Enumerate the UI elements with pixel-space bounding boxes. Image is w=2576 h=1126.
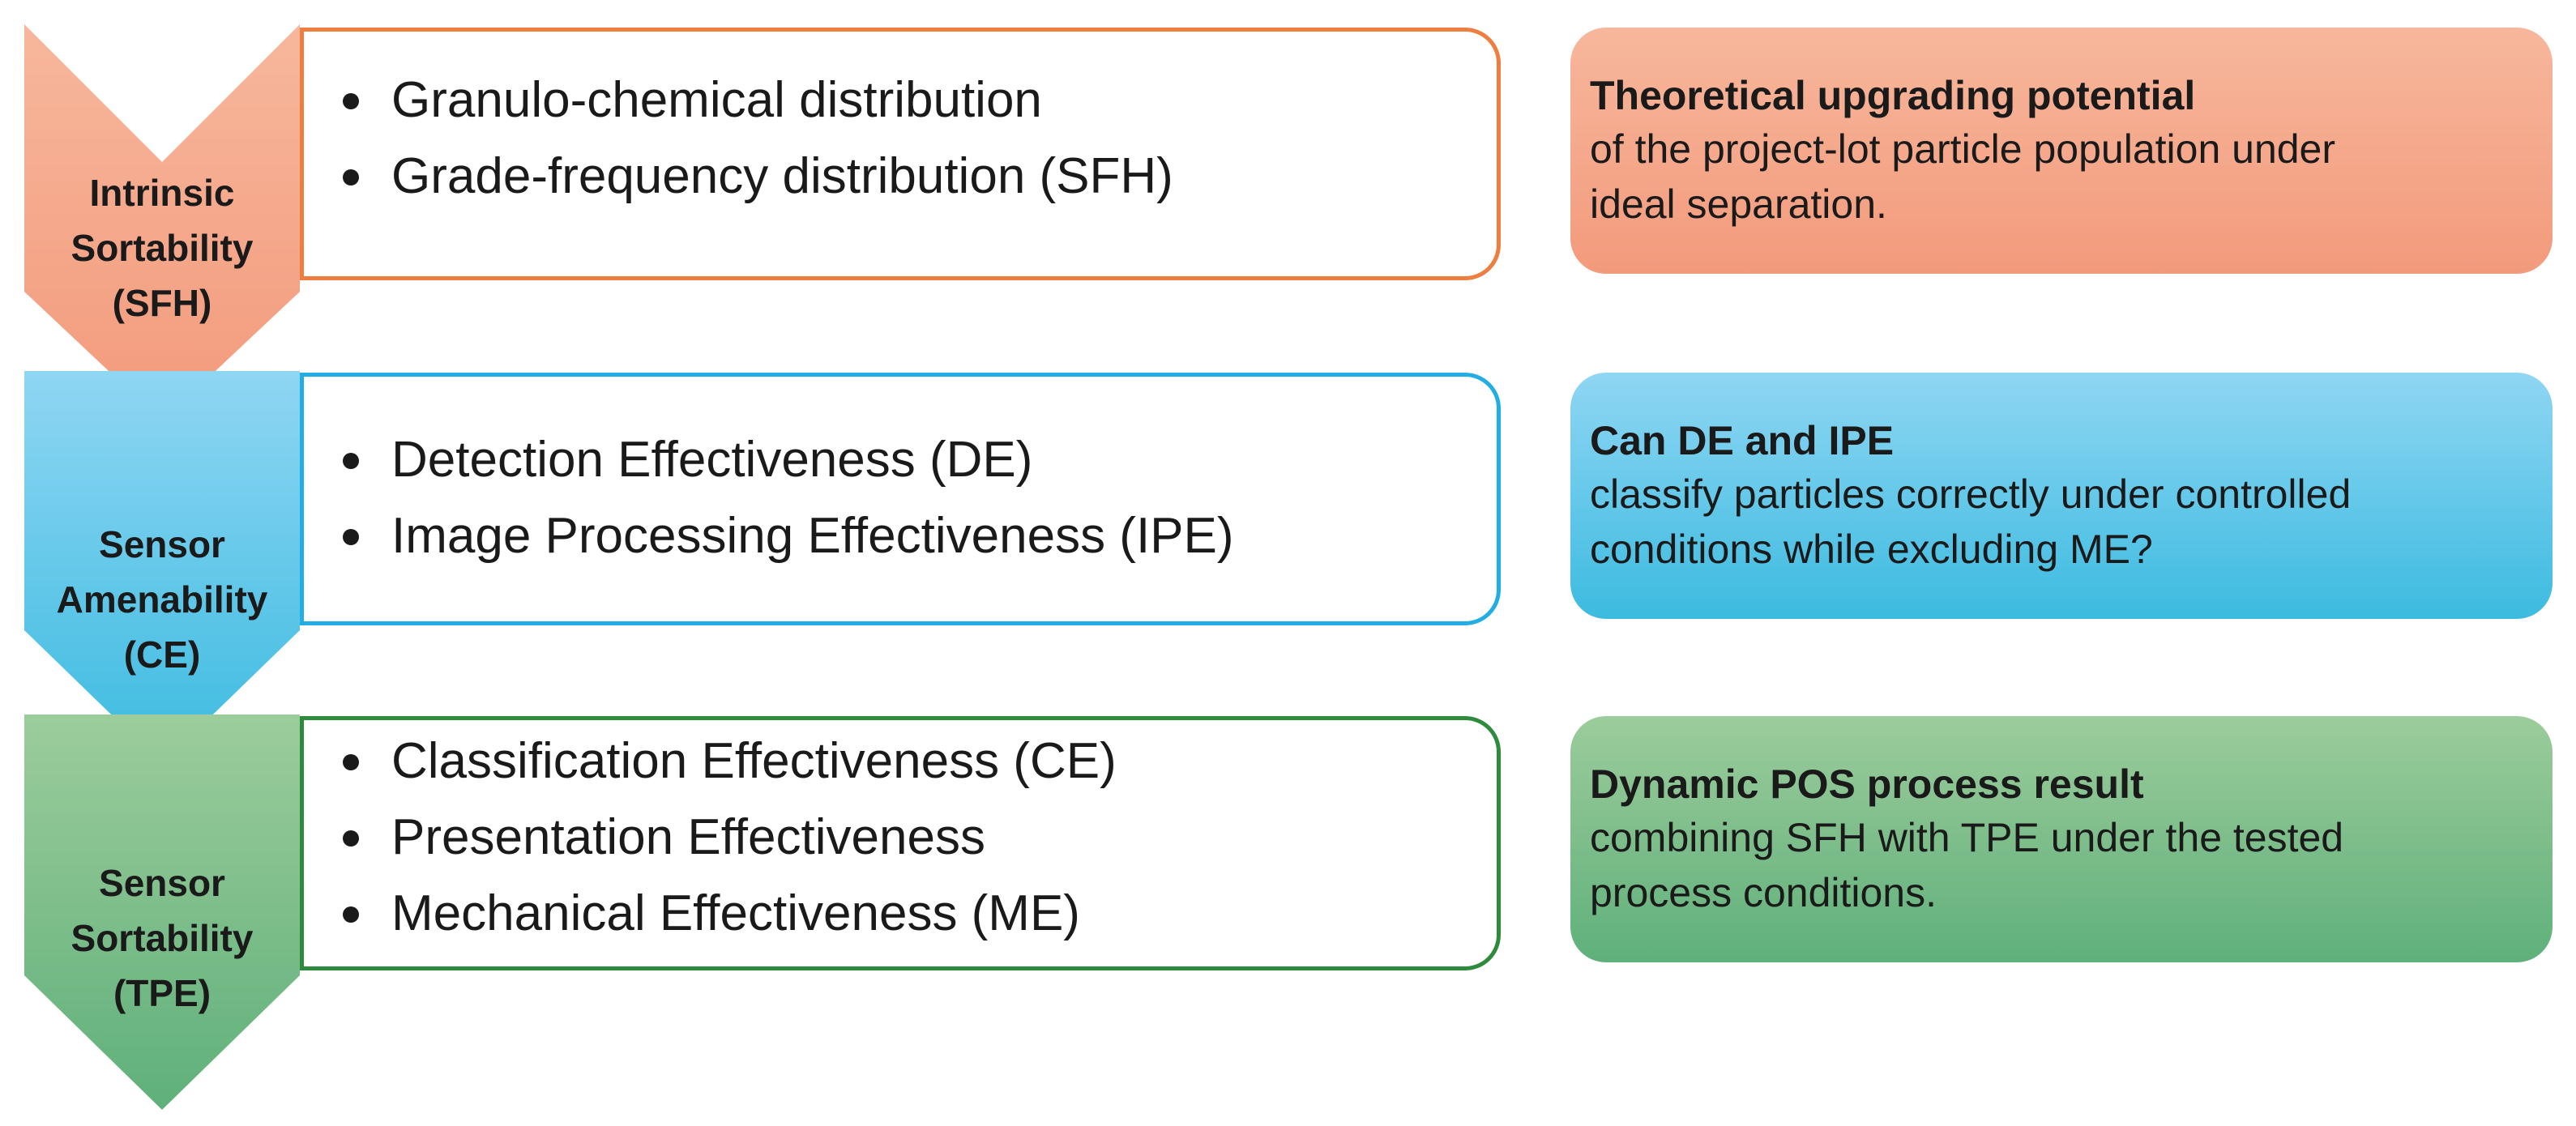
stage-1-description: Theoretical upgrading potential of the p… [1570, 28, 2553, 274]
stage-2-item: Image Processing Effectiveness (IPE) [304, 498, 1497, 574]
stage-2-item: Detection Effectiveness (DE) [304, 422, 1497, 498]
stage-1-label-line-3: (SFH) [112, 282, 212, 324]
stage-3-label-line-2: Sortability [70, 917, 254, 959]
stage-1-description-line: of the project-lot particle population u… [1590, 126, 2336, 172]
stage-1-description-line: ideal separation. [1590, 181, 1887, 227]
stage-2-description: Can DE and IPE classify particles correc… [1570, 373, 2553, 619]
stage-2-label-line-3: (CE) [123, 633, 201, 676]
stage-2-description-text: classify particles correctly under contr… [1590, 467, 2533, 577]
stage-2-item-list: Detection Effectiveness (DE) Image Proce… [304, 422, 1497, 574]
stage-1-item: Grade-frequency distribution (SFH) [304, 139, 1497, 215]
stage-1-label-line-2: Sortability [70, 227, 254, 269]
stage-1-item: Granulo-chemical distribution [304, 62, 1497, 139]
stage-2-label-line-1: Sensor [99, 523, 225, 565]
stage-2-description-line: classify particles correctly under contr… [1590, 471, 2352, 517]
stage-3-description: Dynamic POS process result combining SFH… [1570, 716, 2553, 962]
stage-3-item-list: Classification Effectiveness (CE) Presen… [304, 723, 1497, 952]
stage-3-description-line: combining SFH with TPE under the tested [1590, 815, 2344, 860]
stage-2-chevron-shape [24, 371, 300, 764]
stage-3-label: Sensor Sortability (TPE) [24, 855, 300, 1021]
stage-3-description-line: process conditions. [1590, 870, 1937, 915]
stage-3-description-title: Dynamic POS process result [1590, 761, 2144, 807]
stage-3-item: Mechanical Effectiveness (ME) [304, 876, 1497, 952]
stage-1-label-line-1: Intrinsic [89, 172, 235, 214]
stage-1-box: Granulo-chemical distribution Grade-freq… [300, 28, 1501, 280]
stage-2-description-title: Can DE and IPE [1590, 418, 1895, 463]
stage-3-label-line-1: Sensor [99, 862, 225, 904]
stage-3-box: Classification Effectiveness (CE) Presen… [300, 716, 1501, 970]
stage-2-label: Sensor Amenability (CE) [24, 517, 300, 682]
stage-3-description-text: combining SFH with TPE under the tested … [1590, 810, 2533, 920]
stage-1-description-title: Theoretical upgrading potential [1590, 73, 2196, 118]
stage-2-box: Detection Effectiveness (DE) Image Proce… [300, 373, 1501, 625]
stage-3-item: Presentation Effectiveness [304, 800, 1497, 876]
stage-1-chevron-shape [24, 24, 300, 421]
stage-1-chevron: Intrinsic Sortability (SFH) [24, 24, 300, 421]
stage-3-label-line-3: (TPE) [113, 972, 211, 1014]
stage-3-chevron-shape [24, 714, 300, 1110]
stage-3-chevron: Sensor Sortability (TPE) [24, 714, 300, 1110]
stage-2-description-line: conditions while excluding ME? [1590, 527, 2153, 572]
stage-3-item: Classification Effectiveness (CE) [304, 723, 1497, 800]
stage-2-chevron: Sensor Amenability (CE) [24, 371, 300, 764]
stage-1-label: Intrinsic Sortability (SFH) [24, 165, 300, 331]
stage-1-item-list: Granulo-chemical distribution Grade-freq… [304, 62, 1497, 215]
stage-2-label-line-2: Amenability [56, 578, 268, 621]
stage-1-description-text: of the project-lot particle population u… [1590, 122, 2533, 232]
